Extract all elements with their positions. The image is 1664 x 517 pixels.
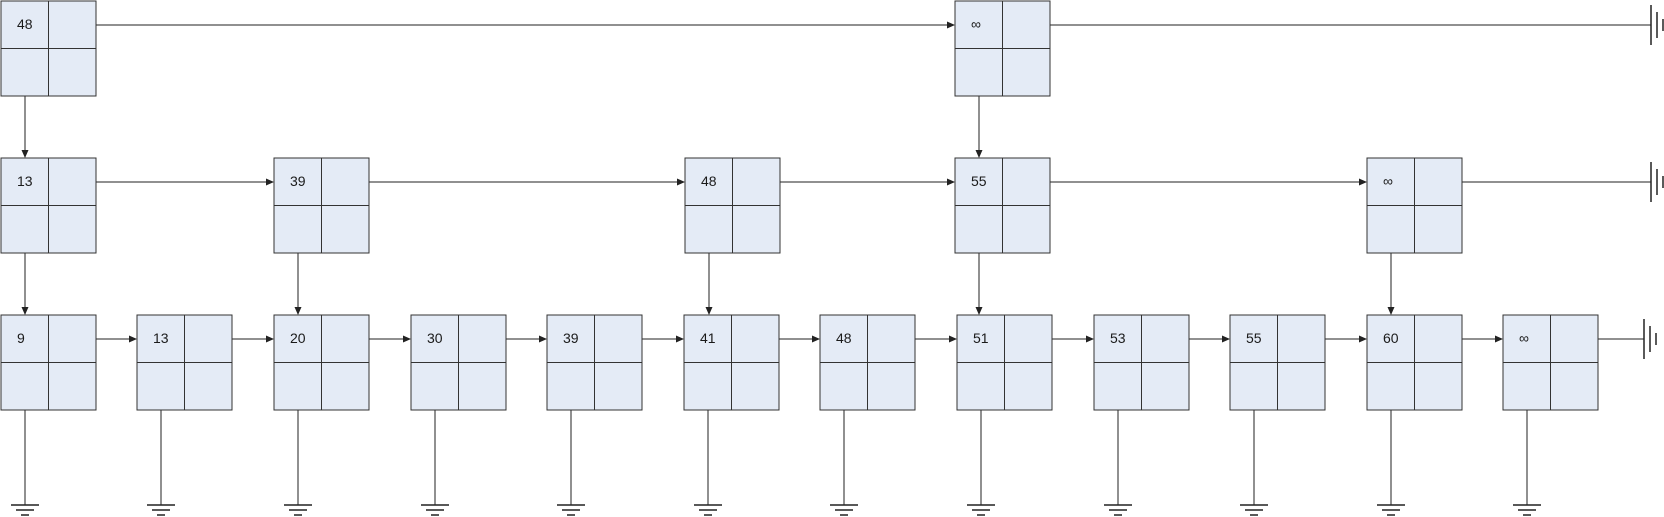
node-key: ∞ [971,16,981,32]
node-key: 53 [1110,330,1126,346]
ground-icon [1240,504,1268,516]
ground-icon [1104,504,1132,516]
null-terminator-icon [1643,319,1657,359]
ground-icon [11,504,39,516]
node-level-0-9: 55 [1229,314,1326,411]
node-key: 48 [17,16,33,32]
node-key: 13 [153,330,169,346]
null-terminator-icon [1650,162,1664,202]
node-level-0-8: 53 [1093,314,1190,411]
ground-icon [1377,504,1405,516]
node-key: 48 [836,330,852,346]
node-key: 51 [973,330,989,346]
node-level-2-0: 48 [0,0,97,97]
node-level-2-1: ∞ [954,0,1051,97]
node-key: 55 [1246,330,1262,346]
node-level-0-11: ∞ [1502,314,1599,411]
ground-icon [284,504,312,516]
node-level-1-3: 55 [954,157,1051,254]
ground-icon [830,504,858,516]
node-level-0-0: 9 [0,314,97,411]
node-level-1-0: 13 [0,157,97,254]
ground-icon [967,504,995,516]
node-level-0-6: 48 [819,314,916,411]
node-level-0-5: 41 [683,314,780,411]
node-key: 55 [971,173,987,189]
ground-icon [694,504,722,516]
node-level-0-2: 20 [273,314,370,411]
node-level-1-4: ∞ [1366,157,1463,254]
node-level-0-10: 60 [1366,314,1463,411]
node-key: ∞ [1383,173,1393,189]
ground-icon [147,504,175,516]
node-key: 41 [700,330,716,346]
node-level-0-3: 30 [410,314,507,411]
node-key: 13 [17,173,33,189]
ground-icon [1513,504,1541,516]
ground-icon [557,504,585,516]
node-level-0-7: 51 [956,314,1053,411]
node-key: 39 [563,330,579,346]
null-terminator-icon [1650,5,1664,45]
ground-icon [421,504,449,516]
node-key: ∞ [1519,330,1529,346]
node-key: 39 [290,173,306,189]
node-key: 30 [427,330,443,346]
node-key: 60 [1383,330,1399,346]
node-key: 20 [290,330,306,346]
node-level-1-2: 48 [684,157,781,254]
node-key: 9 [17,330,25,346]
node-level-0-4: 39 [546,314,643,411]
node-level-0-1: 13 [136,314,233,411]
node-level-1-1: 39 [273,157,370,254]
node-key: 48 [701,173,717,189]
